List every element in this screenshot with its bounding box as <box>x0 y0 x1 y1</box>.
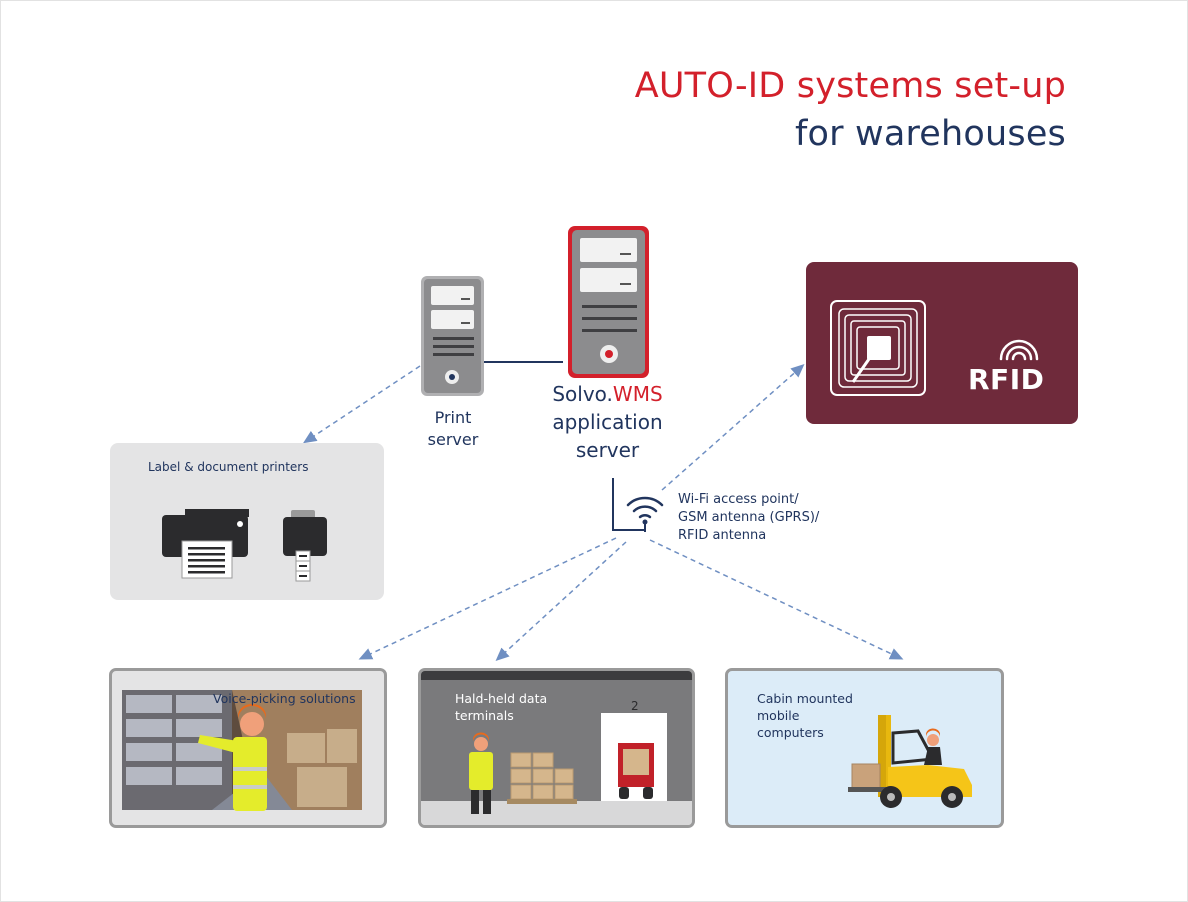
cabin-label: Cabin mounted mobile computers <box>757 691 853 740</box>
cabin-computers-card: Cabin mounted mobile computers <box>725 668 1004 828</box>
printers-card: Label & document printers <box>110 443 384 600</box>
voice-picking-illustration <box>122 690 362 811</box>
arrow-to-cabin <box>649 539 904 660</box>
rfid-tag-icon <box>830 300 1039 396</box>
wifi-signal-icon <box>999 339 1039 361</box>
antenna-label: Wi-Fi access point/ GSM antenna (GPRS)/ … <box>678 492 820 543</box>
handheld-illustration <box>421 671 692 825</box>
handheld-label: Hald-held data terminals <box>455 691 548 723</box>
arrow-to-rfid <box>661 364 805 491</box>
handheld-terminals-card: Hald-held data terminals 2 <box>418 668 695 828</box>
arrow-to-printers <box>302 365 421 444</box>
antenna-cable-line <box>612 478 644 531</box>
printer-icon <box>162 509 327 582</box>
arrow-to-voice <box>358 537 617 660</box>
voice-picking-card: Voice-picking solutions <box>109 668 387 828</box>
forklift-icon <box>848 715 972 808</box>
app-server-label: Solvo.WMS application server <box>552 382 663 462</box>
print-server-label: Print server <box>427 408 479 449</box>
label-printer-icon <box>283 510 327 582</box>
print-server-icon <box>421 276 484 396</box>
dock-number: 2 <box>631 699 639 713</box>
title-line-1: AUTO-ID systems set-up <box>634 66 1066 106</box>
title-line-2: for warehouses <box>794 114 1066 154</box>
wifi-icon <box>626 496 664 519</box>
rfid-label: RFID <box>968 363 1045 396</box>
printers-label: Label & document printers <box>148 460 309 474</box>
rfid-card: RFID <box>806 262 1078 424</box>
arrow-to-handheld <box>495 541 627 662</box>
voice-picking-label: Voice-picking solutions <box>213 691 356 706</box>
app-server-icon <box>568 226 649 378</box>
